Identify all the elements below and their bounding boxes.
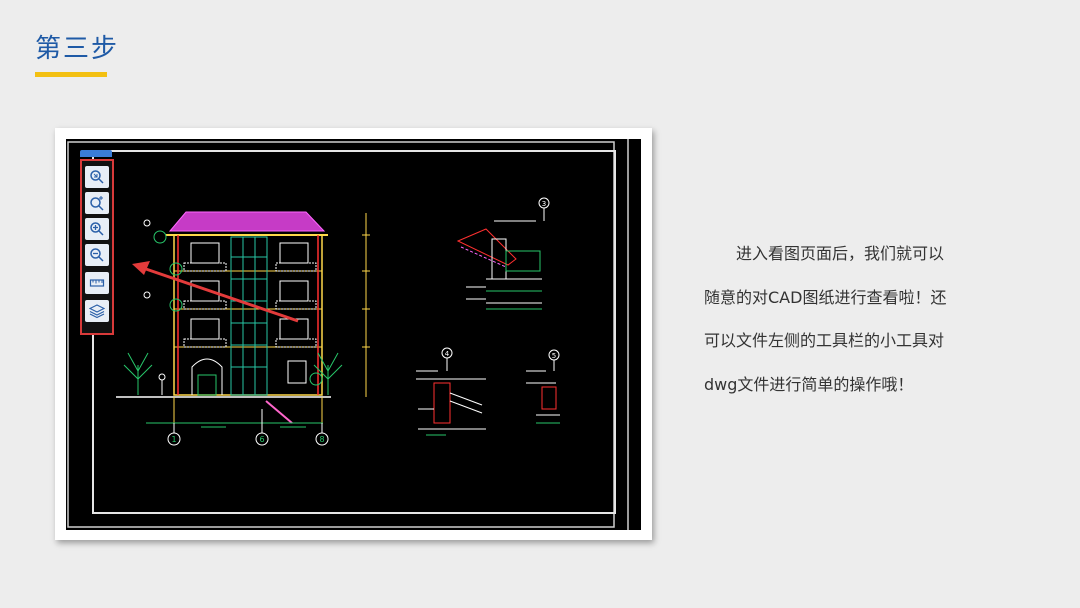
axis-label-1: 1 (171, 435, 176, 444)
description-text: 进入看图页面后，我们就可以随意的对CAD图纸进行查看啦！还可以文件左侧的工具栏的… (704, 232, 954, 406)
axis-label-8: 8 (319, 435, 324, 444)
cad-drawing: 1 6 8 3 (67, 139, 629, 530)
detail-drawing-c: 5 (526, 349, 560, 424)
zoom-minus-icon[interactable] (85, 244, 109, 266)
detail-drawing-a: 3 (456, 197, 550, 310)
layers-icon[interactable] (85, 300, 109, 322)
building-elevation: 1 6 8 (116, 211, 370, 446)
zoom-plus-icon[interactable] (85, 218, 109, 240)
annotation-arrow (132, 261, 299, 323)
detail-label-c: 5 (552, 352, 556, 360)
detail-label-a: 3 (542, 200, 546, 208)
measure-icon[interactable] (85, 272, 109, 294)
detail-label-b: 4 (445, 350, 450, 358)
toolbar-tab[interactable] (80, 150, 112, 157)
screenshot-frame: 1 6 8 3 (55, 128, 652, 540)
cad-drawing-canvas[interactable]: 1 6 8 3 (66, 139, 641, 530)
zoom-window-icon[interactable] (85, 192, 109, 214)
zoom-in-icon[interactable] (85, 166, 109, 188)
title-underline (35, 72, 107, 77)
description-paragraph: 进入看图页面后，我们就可以随意的对CAD图纸进行查看啦！还可以文件左侧的工具栏的… (704, 244, 947, 394)
slide-title: 第三步 (35, 34, 120, 64)
cad-toolbar (80, 159, 114, 335)
axis-label-6: 6 (259, 435, 264, 444)
detail-drawing-b: 4 (416, 347, 486, 436)
